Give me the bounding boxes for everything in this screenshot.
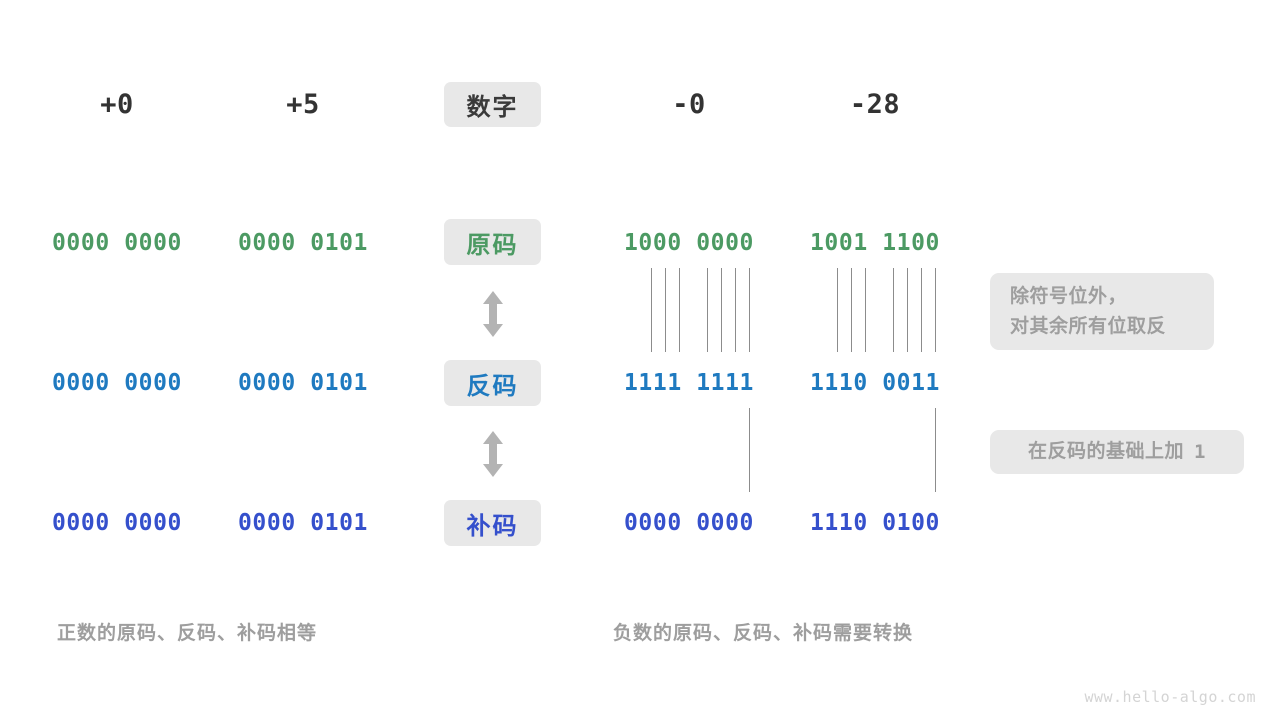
connector-line	[721, 268, 722, 352]
note-add-one-text: 在反码的基础上加	[1028, 441, 1185, 462]
connector-line	[679, 268, 680, 352]
bits-twos-complement-plus-five: 0000 0101	[237, 510, 369, 536]
note-add-one-value: 1	[1194, 441, 1206, 463]
note-invert-line-2: 对其余所有位取反	[1010, 315, 1167, 337]
column-header-minus-zero: -0	[672, 88, 706, 120]
column-header-minus-28: -28	[849, 88, 901, 120]
connector-line	[893, 268, 894, 352]
connector-line	[921, 268, 922, 352]
bits-ones-complement-plus-zero: 0000 0000	[51, 370, 183, 396]
bits-sign-magnitude-plus-five: 0000 0101	[237, 230, 369, 256]
bits-twos-complement-minus-zero: 0000 0000	[623, 510, 755, 536]
bits-sign-magnitude-minus-zero: 1000 0000	[623, 230, 755, 256]
bits-twos-complement-plus-zero: 0000 0000	[51, 510, 183, 536]
note-invert-line-1: 除符号位外，	[1010, 285, 1128, 307]
row-label-twos-complement: 补码	[444, 500, 541, 546]
watermark: www.hello-algo.com	[1084, 688, 1256, 706]
row-label-ones-complement: 反码	[444, 360, 541, 406]
connector-line	[665, 268, 666, 352]
column-header-plus-five: +5	[286, 88, 320, 120]
connector-line	[907, 268, 908, 352]
caption-positive: 正数的原码、反码、补码相等	[57, 623, 318, 644]
connector-line	[935, 268, 936, 352]
column-header-plus-zero: +0	[100, 88, 134, 120]
bits-ones-complement-plus-five: 0000 0101	[237, 370, 369, 396]
arrow-ones-to-twos	[476, 430, 510, 478]
connector-line	[735, 268, 736, 352]
arrow-sign-to-ones	[476, 290, 510, 338]
bits-twos-complement-minus-28: 1110 0100	[809, 510, 941, 536]
bits-ones-complement-minus-zero: 1111 1111	[623, 370, 755, 396]
row-label-sign-magnitude: 原码	[444, 219, 541, 265]
bits-ones-complement-minus-28: 1110 0011	[809, 370, 941, 396]
row-label-number: 数字	[444, 82, 541, 127]
bits-sign-magnitude-minus-28: 1001 1100	[809, 230, 941, 256]
connector-line	[749, 268, 750, 352]
note-add-one: 在反码的基础上加 1	[990, 430, 1244, 474]
connector-line	[935, 408, 936, 492]
connector-line	[837, 268, 838, 352]
connector-line	[851, 268, 852, 352]
connector-line	[651, 268, 652, 352]
connector-line	[749, 408, 750, 492]
connector-line	[865, 268, 866, 352]
bits-sign-magnitude-plus-zero: 0000 0000	[51, 230, 183, 256]
note-invert-bits: 除符号位外， 对其余所有位取反	[990, 273, 1214, 350]
connector-line	[707, 268, 708, 352]
caption-negative: 负数的原码、反码、补码需要转换	[613, 623, 914, 644]
